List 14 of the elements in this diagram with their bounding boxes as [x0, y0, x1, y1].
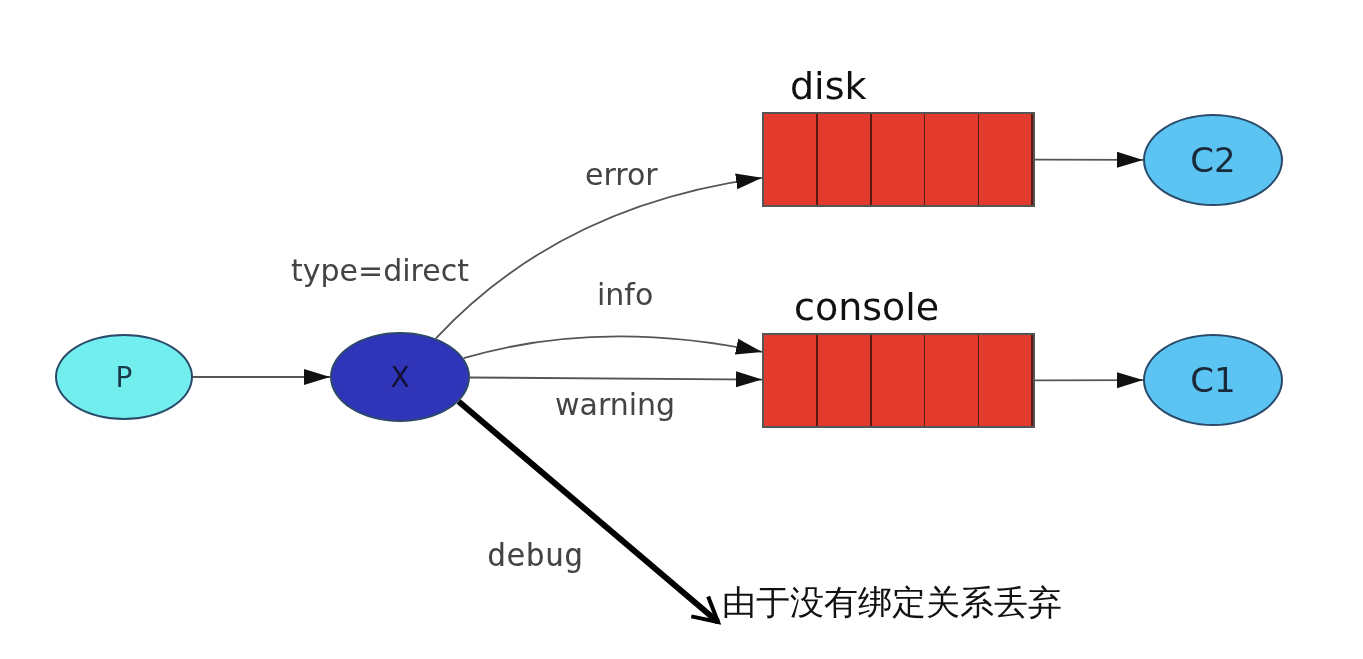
producer-ellipse: P — [55, 334, 193, 420]
arrow — [456, 399, 720, 625]
arrow — [462, 335, 763, 360]
arrow — [1034, 372, 1144, 389]
arrow — [469, 371, 763, 388]
arrow — [1034, 151, 1144, 168]
queue-label: console — [794, 285, 940, 329]
arrow — [435, 174, 763, 340]
exchange-ellipse: X — [330, 332, 470, 422]
consumer-ellipse: C2 — [1143, 114, 1283, 206]
consumer-ellipse: C1 — [1143, 334, 1283, 426]
arrow — [192, 369, 331, 385]
queue-label: disk — [790, 64, 867, 108]
note-text: 由于没有绑定关系丢弃 — [722, 578, 1062, 626]
